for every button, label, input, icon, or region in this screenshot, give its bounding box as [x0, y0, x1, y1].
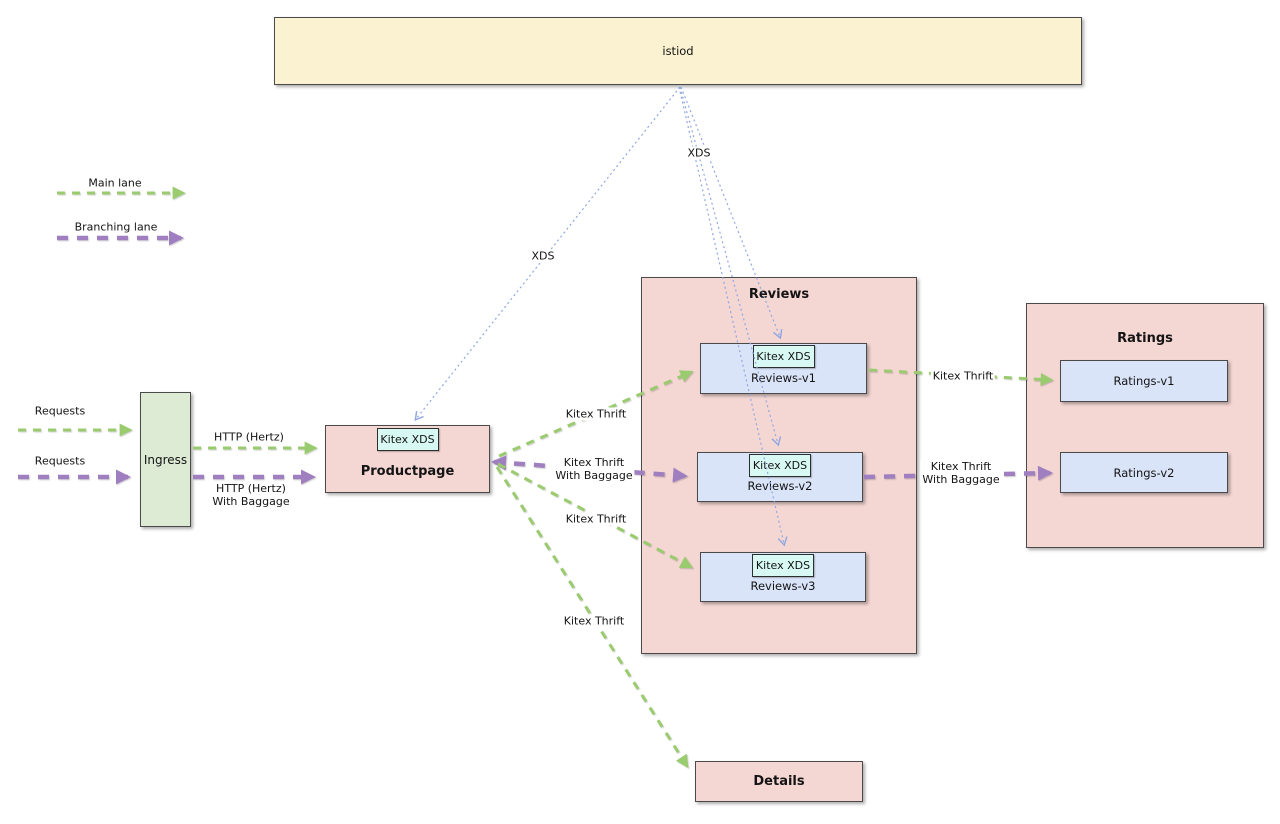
- node-ratings-v1-label: Ratings-v1: [1113, 374, 1175, 388]
- edge-label-line: With Baggage: [555, 469, 633, 482]
- edge-label-kitex-thrift-details: Kitex Thrift: [561, 614, 627, 628]
- edge-label-kitex-thrift-ratings-v1: Kitex Thrift: [930, 369, 996, 383]
- badge-label: Kitex XDS: [756, 350, 811, 363]
- edge-label-kitex-thrift-v1: Kitex Thrift: [563, 407, 629, 421]
- node-reviews-v3-label: Reviews-v3: [750, 579, 816, 593]
- container-ratings-title: Ratings: [1117, 331, 1173, 346]
- edge-label-line: With Baggage: [922, 473, 1000, 486]
- node-ratings-v2: Ratings-v2: [1060, 452, 1228, 493]
- node-ratings-v2-label: Ratings-v2: [1113, 465, 1175, 480]
- node-details-label: Details: [753, 774, 805, 789]
- edge-label-requests-branching: Requests: [32, 454, 88, 468]
- badge-label: Kitex XDS: [752, 459, 808, 472]
- node-reviews-v3: Kitex XDS Reviews-v3: [700, 552, 866, 602]
- edge-label-line: HTTP (Hertz): [216, 482, 286, 495]
- edge-label-xds-reviews: XDS: [685, 146, 713, 160]
- node-reviews-v1-label: Reviews-v1: [751, 370, 816, 385]
- node-details: Details: [695, 761, 863, 802]
- edge-label-xds-productpage: XDS: [529, 249, 557, 263]
- edge-label-line: Kitex Thrift: [563, 456, 625, 469]
- edge-label-kitex-thrift-baggage-ratings-v2: Kitex Thrift With Baggage: [920, 460, 1002, 486]
- node-istiod: istiod: [274, 17, 1082, 85]
- edge-label-kitex-thrift-v3: Kitex Thrift: [563, 512, 629, 526]
- edge-label-line: With Baggage: [212, 495, 290, 508]
- reviews-v3-kitex-xds-badge: Kitex XDS: [752, 554, 814, 577]
- reviews-v2-kitex-xds-badge: Kitex XDS: [749, 454, 811, 477]
- legend-main-lane-label: Main lane: [86, 176, 144, 190]
- badge-label: Kitex XDS: [380, 433, 435, 446]
- productpage-kitex-xds-badge: Kitex XDS: [376, 428, 439, 451]
- container-reviews-title: Reviews: [748, 287, 810, 302]
- node-productpage: Kitex XDS Productpage: [325, 425, 490, 493]
- edge-label-kitex-thrift-baggage-v2: Kitex Thrift With Baggage: [553, 456, 635, 482]
- node-ratings-v1: Ratings-v1: [1060, 360, 1228, 402]
- node-reviews-v2: Kitex XDS Reviews-v2: [697, 452, 863, 502]
- node-reviews-v2-label: Reviews-v2: [747, 479, 813, 493]
- node-ingress-label: Ingress: [143, 452, 188, 467]
- node-reviews-v1: Kitex XDS Reviews-v1: [700, 343, 867, 394]
- edge-label-http-hertz: HTTP (Hertz): [212, 430, 286, 444]
- badge-label: Kitex XDS: [755, 559, 811, 572]
- legend-branching-lane-label: Branching lane: [72, 220, 160, 234]
- edge-label-line: Kitex Thrift: [930, 460, 992, 473]
- node-ingress: Ingress: [140, 392, 191, 527]
- reviews-v1-kitex-xds-badge: Kitex XDS: [752, 345, 815, 368]
- edge-label-requests-main: Requests: [32, 404, 88, 418]
- container-ratings: Ratings: [1026, 303, 1264, 548]
- node-istiod-label: istiod: [662, 44, 694, 58]
- edge-label-http-hertz-baggage: HTTP (Hertz) With Baggage: [210, 482, 292, 508]
- node-productpage-label: Productpage: [360, 463, 455, 479]
